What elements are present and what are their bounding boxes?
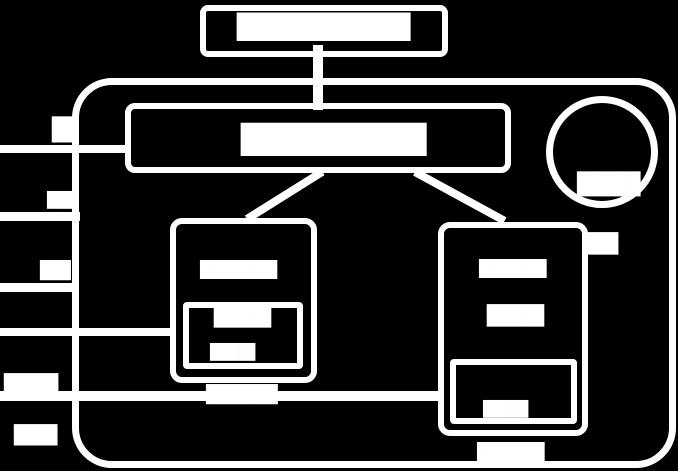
core-box-1 bbox=[170, 218, 317, 383]
core-box-1-inner bbox=[183, 302, 303, 369]
circle-badge-label-line2: ███ bbox=[584, 232, 619, 255]
circle-badge bbox=[546, 96, 658, 208]
core-box-2-inner-label: █████ ███████ bbox=[477, 373, 544, 471]
core-box-2 bbox=[438, 222, 588, 436]
container-box bbox=[72, 78, 676, 468]
left-label-1: ██ bbox=[52, 118, 79, 143]
core-box-2-inner-line1: █████ bbox=[483, 399, 529, 418]
core-box-2-title-line2: █████ bbox=[487, 304, 545, 327]
core-box-1-inner-line2: ███████ bbox=[206, 385, 278, 406]
circle-badge-label-line1: █████ bbox=[577, 171, 641, 196]
top-box-label: ████████████ bbox=[237, 13, 411, 41]
left-label-4: █████ ████ bbox=[4, 342, 58, 471]
left-tick-3 bbox=[0, 283, 78, 292]
core-box-1-inner-label: █████ ███████ bbox=[206, 316, 278, 432]
left-label-4-line2: ████ bbox=[14, 425, 58, 447]
left-tick-2 bbox=[0, 212, 80, 221]
core-box-1-title: ████████ █████ bbox=[200, 232, 277, 356]
top-box bbox=[200, 5, 448, 57]
core-box-1-title-line1: ████████ bbox=[200, 260, 278, 280]
left-tick-4-lower bbox=[0, 391, 450, 401]
left-label-3: ███ bbox=[40, 261, 71, 281]
left-tick-1 bbox=[0, 145, 130, 153]
left-tick-4-upper bbox=[0, 328, 176, 336]
core-box-1-inner-line1: █████ bbox=[210, 342, 256, 361]
circle-badge-label: █████ ███ bbox=[577, 135, 640, 293]
core-box-1-title-line2: █████ bbox=[214, 305, 272, 328]
core-box-2-inner-line2: ███████ bbox=[477, 442, 545, 462]
core-box-2-title-line1: ███████ bbox=[479, 259, 547, 279]
left-label-4-line1: █████ bbox=[4, 374, 59, 396]
core-box-2-inner bbox=[450, 359, 577, 424]
top-connector-line bbox=[313, 45, 323, 110]
main-bar-label: ███████████ bbox=[241, 123, 427, 156]
left-label-2: ███ bbox=[47, 191, 75, 209]
core-box-2-title: ███████ █████ bbox=[479, 231, 546, 355]
